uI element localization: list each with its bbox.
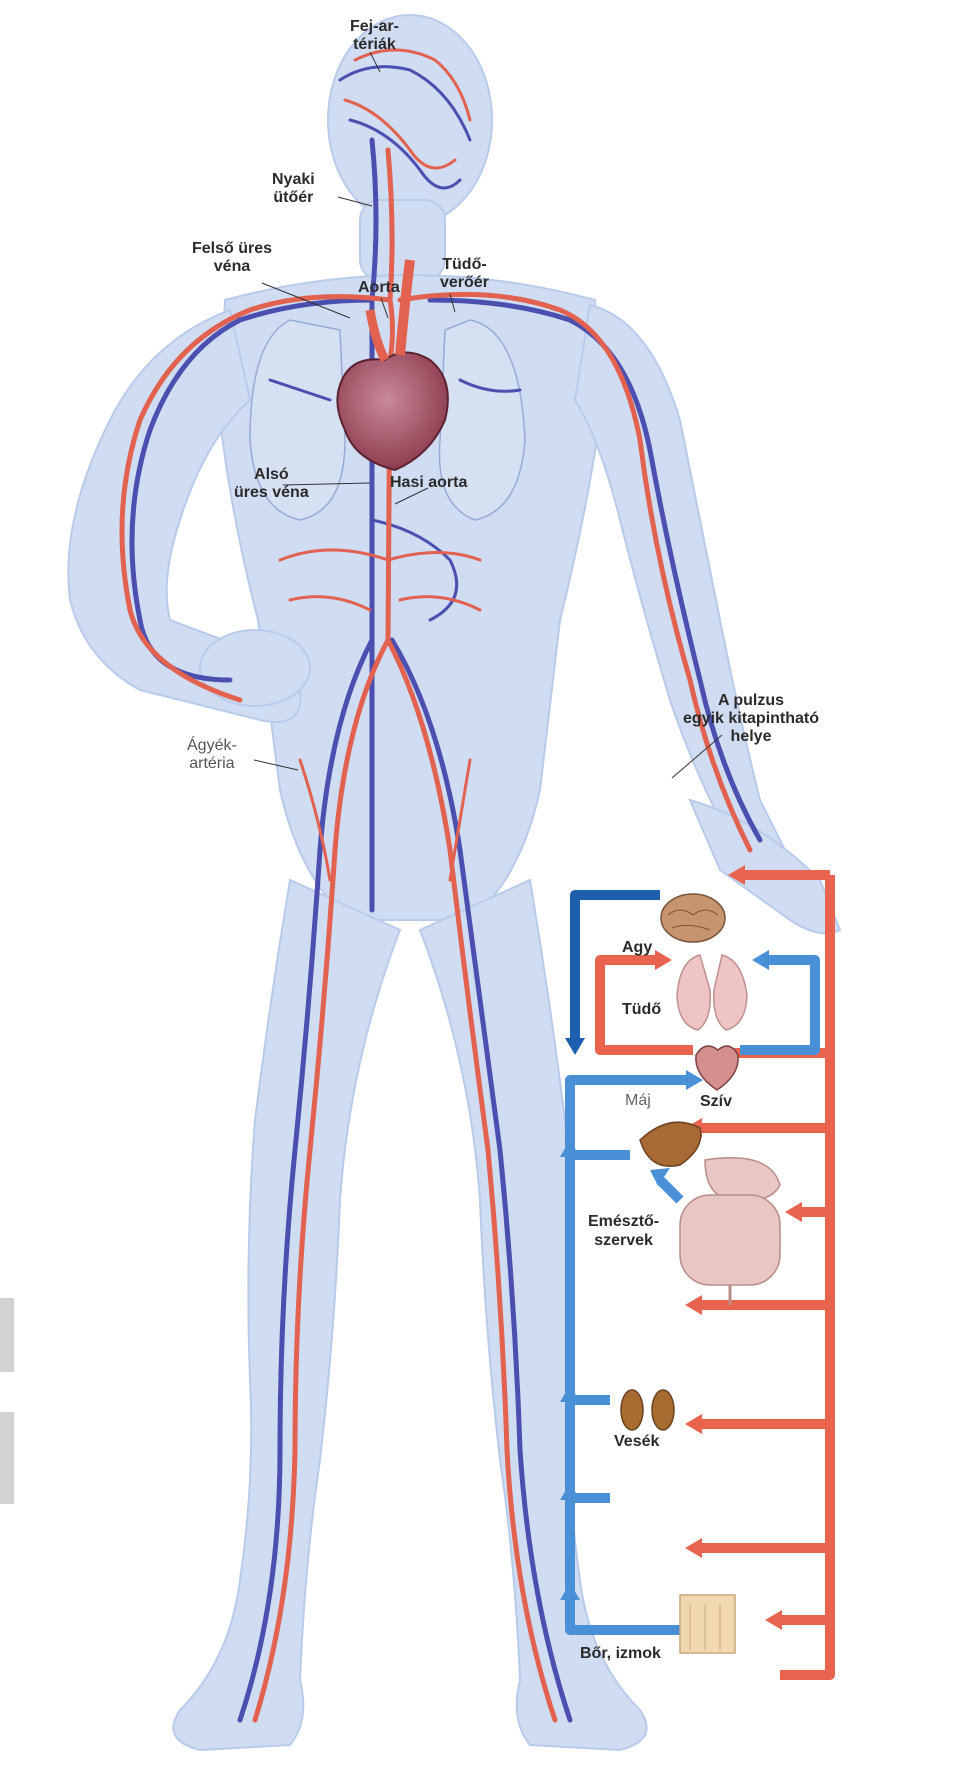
label-head-arteries-line1: Fej-ar-	[350, 18, 399, 36]
label-pulmonary-line1: Tüdő-	[440, 256, 489, 274]
liver-icon	[640, 1122, 701, 1166]
label-head-arteries-line2: tériák	[350, 36, 399, 54]
skin-muscles-icon	[680, 1595, 735, 1653]
label-ivc-line1: Alsó	[234, 466, 309, 484]
label-svc-line2: véna	[192, 258, 272, 276]
label-inferior-vena-cava: Alsó üres véna	[234, 466, 309, 502]
heart-icon	[696, 1046, 738, 1090]
label-lumbar-line1: Ágyék-	[187, 737, 237, 755]
diagram-label-digestive-line2: szervek	[588, 1231, 659, 1250]
label-ivc-line2: üres véna	[234, 484, 309, 502]
label-pulse-line2: egyik kitapintható	[683, 710, 819, 728]
label-carotid: Nyaki ütőér	[272, 171, 315, 207]
diagram-label-heart: Szív	[700, 1092, 732, 1111]
label-head-arteries: Fej-ar- tériák	[350, 18, 399, 54]
label-pulmonary-line2: verőér	[440, 274, 489, 292]
kidneys-icon	[621, 1390, 674, 1430]
label-carotid-line1: Nyaki	[272, 171, 315, 189]
edge-marks	[0, 1298, 14, 1504]
diagram-label-digestive: Emésztő- szervek	[588, 1212, 659, 1250]
venous-flow-arrows	[570, 960, 815, 1630]
label-abdominal-aorta: Hasi aorta	[390, 474, 467, 492]
label-superior-vena-cava: Felső üres véna	[192, 240, 272, 276]
label-svc-line1: Felső üres	[192, 240, 272, 258]
diagram-label-kidneys: Vesék	[614, 1432, 659, 1451]
diagram-label-digestive-line1: Emésztő-	[588, 1212, 659, 1231]
diagram-label-liver: Máj	[625, 1091, 651, 1110]
label-carotid-line2: ütőér	[272, 189, 315, 207]
label-lumbar-line2: artéria	[187, 755, 237, 773]
label-pulse-line1: A pulzus	[683, 692, 819, 710]
label-aorta: Aorta	[358, 279, 400, 297]
diagram-label-brain: Agy	[622, 938, 652, 957]
circulation-flow-diagram	[560, 865, 830, 1675]
lungs-icon	[677, 955, 747, 1030]
diagram-label-skin-muscles: Bőr, izmok	[580, 1644, 661, 1663]
label-lumbar-artery: Ágyék- artéria	[187, 737, 237, 773]
label-pulse-line3: helye	[683, 728, 819, 746]
label-pulse-point: A pulzus egyik kitapintható helye	[683, 692, 819, 746]
digestive-organs-icon	[680, 1158, 780, 1305]
diagram-label-lungs: Tüdő	[622, 1000, 661, 1019]
brain-icon	[661, 894, 725, 942]
label-pulmonary-artery: Tüdő- verőér	[440, 256, 489, 292]
